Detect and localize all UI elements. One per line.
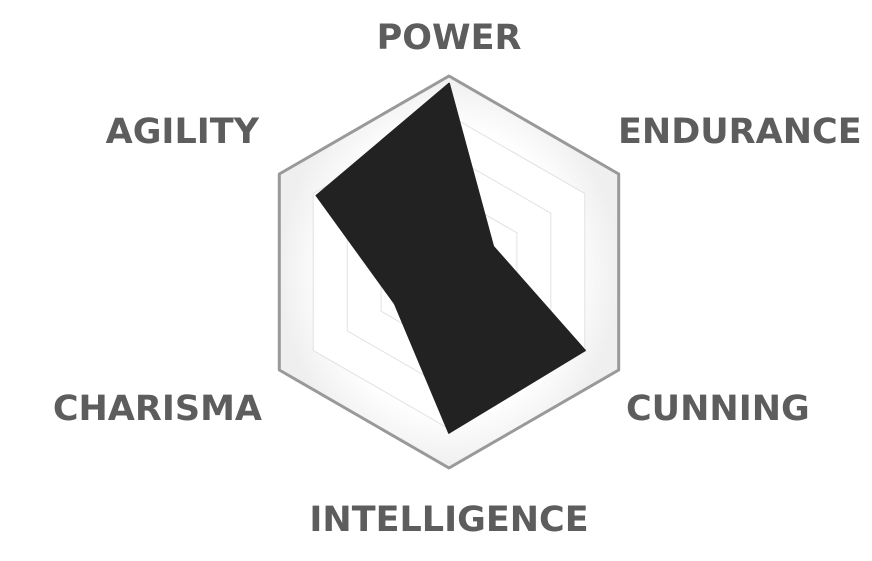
axis-label-endurance: ENDURANCE [618, 112, 862, 152]
radar-point-intelligence [448, 431, 450, 434]
axis-label-agility: AGILITY [106, 112, 260, 152]
axis-label-charisma: CHARISMA [53, 389, 262, 429]
radar-point-endurance [492, 245, 495, 248]
radar-point-power [448, 82, 450, 85]
radar-series [315, 82, 586, 434]
axis-labels: POWER ENDURANCE CUNNING INTELLIGENCE CHA… [53, 18, 862, 540]
axis-label-cunning: CUNNING [626, 389, 810, 429]
radar-point-charisma [393, 302, 396, 305]
axis-label-power: POWER [377, 18, 522, 58]
radar-point-agility [315, 194, 318, 197]
radar-point-cunning [583, 349, 586, 352]
axis-label-intelligence: INTELLIGENCE [309, 500, 588, 540]
